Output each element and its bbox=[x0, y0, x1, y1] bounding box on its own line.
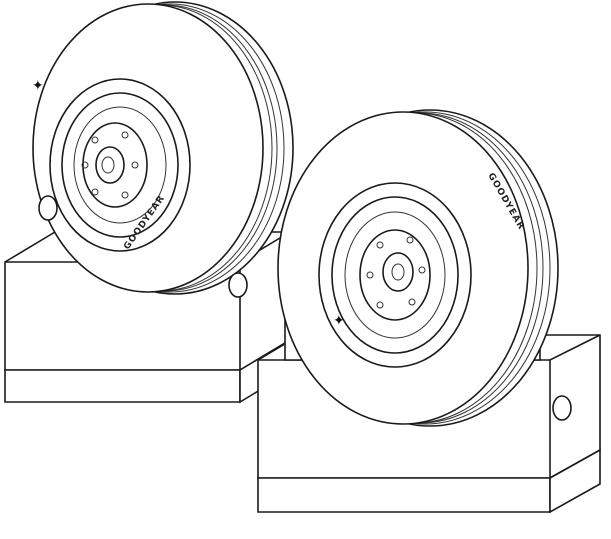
left-wheel: GOODYEAR ✦ bbox=[32, 1, 294, 298]
tire-mark-icon: ✦ bbox=[333, 313, 345, 329]
tire-mark-icon: ✦ bbox=[32, 78, 44, 94]
right-wheel: GOODYEAR ✦ bbox=[277, 109, 572, 427]
